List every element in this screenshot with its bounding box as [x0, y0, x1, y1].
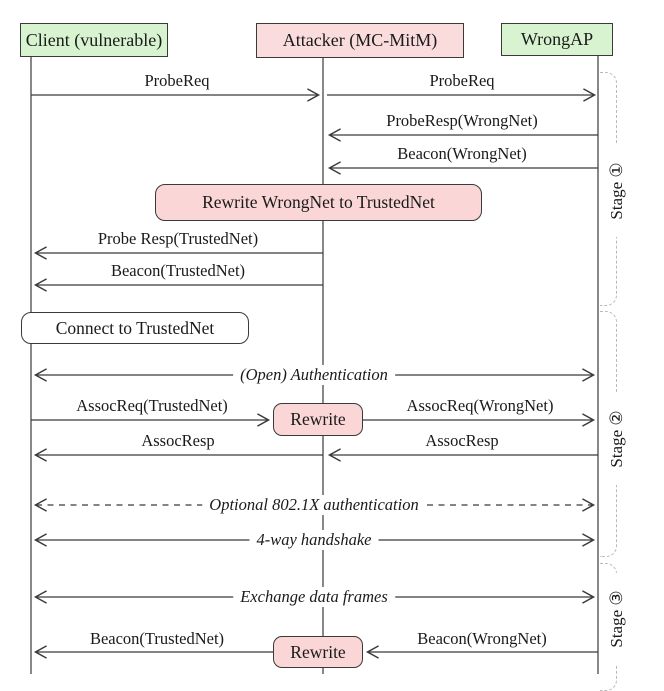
- label-assocresp-right: AssocResp: [425, 431, 499, 450]
- actor-wrongap: WrongAP: [501, 23, 613, 56]
- label-assocreq-wrong: AssocReq(WrongNet): [406, 396, 554, 415]
- label-exchange-data-frames: Exchange data frames: [233, 587, 395, 607]
- label-optional-8021x: Optional 802.1X authentication: [202, 495, 426, 515]
- label-4way-handshake: 4-way handshake: [249, 530, 379, 550]
- label-assocresp-left: AssocResp: [141, 431, 215, 450]
- actor-client: Client (vulnerable): [20, 23, 168, 57]
- note-rewrite-assoc: Rewrite: [273, 403, 363, 436]
- label-assocreq-trusted: AssocReq(TrustedNet): [76, 396, 228, 415]
- label-beacon-wrong: Beacon(WrongNet): [397, 144, 527, 163]
- actor-attacker: Attacker (MC-MitM): [256, 23, 464, 58]
- label-beacon-trusted-2: Beacon(TrustedNet): [89, 629, 225, 648]
- note-rewrite-beacon: Rewrite: [273, 636, 363, 668]
- label-beacon-wrong-2: Beacon(WrongNet): [417, 629, 547, 648]
- label-open-authentication: (Open) Authentication: [233, 365, 395, 385]
- label-probereq-right: ProbeReq: [429, 71, 495, 90]
- stage-1-label: Stage ①: [606, 145, 628, 237]
- label-beacon-trusted: Beacon(TrustedNet): [110, 261, 246, 280]
- stage-2-label: Stage ②: [606, 393, 628, 485]
- label-probereq-left: ProbeReq: [144, 71, 210, 90]
- label-proberesp-wrong: ProbeResp(WrongNet): [386, 111, 538, 130]
- note-rewrite-wrongnet-to-trustednet: Rewrite WrongNet to TrustedNet: [155, 184, 482, 221]
- label-proberesp-trusted: Probe Resp(TrustedNet): [97, 229, 259, 248]
- stage-3-label: Stage ③: [606, 573, 628, 665]
- note-connect-to-trustednet: Connect to TrustedNet: [21, 312, 249, 344]
